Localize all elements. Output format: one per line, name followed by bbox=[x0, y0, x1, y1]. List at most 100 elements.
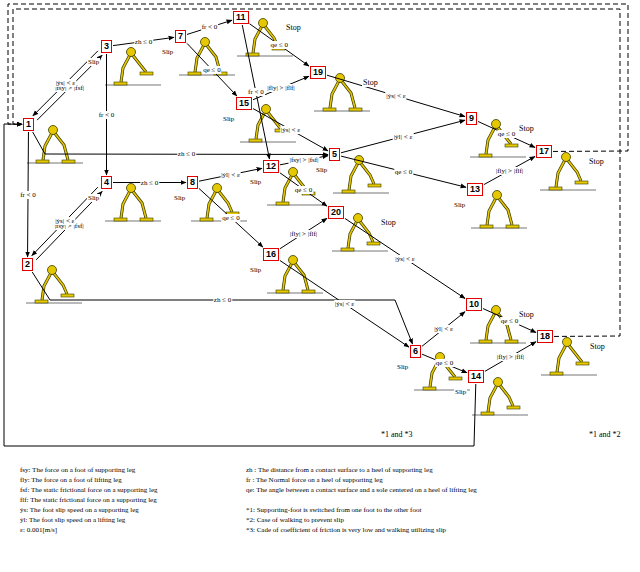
lifting-leg-fill bbox=[358, 219, 373, 242]
transition-arrow bbox=[113, 37, 174, 45]
transition-arrow bbox=[485, 342, 536, 372]
transition-condition: zh ≤ 0 bbox=[140, 179, 159, 187]
pose-note: Slip bbox=[87, 58, 100, 66]
definition-note: *2: Case of walking to prevent slip bbox=[246, 516, 344, 525]
pose-note: Stop bbox=[518, 310, 535, 319]
state-number-box: 17 bbox=[536, 145, 552, 158]
transition-arrow bbox=[253, 109, 328, 151]
robot-hip bbox=[494, 378, 503, 387]
robot-pose bbox=[267, 256, 323, 294]
lifting-leg-fill bbox=[293, 261, 308, 290]
footnote-mark: *1 and *3 bbox=[380, 430, 414, 439]
transition-condition: |ẏs| < ε bbox=[394, 255, 415, 263]
robot-hip bbox=[493, 191, 502, 200]
supporting-foot bbox=[323, 108, 336, 111]
state-number-box: 3 bbox=[101, 40, 112, 53]
robot-pose bbox=[105, 184, 161, 222]
lifting-leg bbox=[52, 271, 67, 294]
robot-hip bbox=[289, 256, 298, 265]
robot-hip bbox=[354, 214, 363, 223]
supporting-foot bbox=[481, 412, 494, 415]
pose-note: Stop bbox=[589, 342, 606, 351]
supporting-leg bbox=[486, 311, 496, 340]
supporting-foot bbox=[423, 387, 436, 390]
lifting-foot bbox=[62, 160, 75, 163]
lifting-leg bbox=[293, 261, 308, 290]
transition-arrow bbox=[13, 9, 620, 336]
ground-line bbox=[541, 374, 597, 375]
transition-arrow bbox=[280, 218, 327, 248]
lifting-foot bbox=[140, 72, 153, 75]
definition-note: ε: 0.001[m/s] bbox=[20, 526, 57, 535]
supporting-leg-fill bbox=[487, 196, 497, 225]
robot-hip bbox=[49, 126, 58, 135]
supporting-leg bbox=[43, 131, 53, 160]
transition-condition: |fsy| > |fsf| bbox=[289, 156, 320, 164]
supporting-leg bbox=[487, 196, 497, 225]
definition-note: ẏl: The foot slip speed on a lifting leg bbox=[20, 516, 125, 525]
robot-pose bbox=[414, 353, 470, 391]
state-number-box: 15 bbox=[236, 97, 252, 110]
pose-note: Slip bbox=[173, 194, 186, 202]
transition-condition: qe ≤ 0 bbox=[394, 168, 413, 176]
ground-line bbox=[333, 192, 389, 193]
robot-pose bbox=[240, 105, 296, 143]
state-number: 5 bbox=[332, 149, 337, 159]
supporting-foot bbox=[36, 160, 49, 163]
state-number-box: 19 bbox=[310, 66, 326, 79]
state-number-box: 7 bbox=[175, 30, 186, 43]
supporting-foot bbox=[480, 225, 493, 228]
transition-condition: |ẏs| < ε bbox=[385, 92, 406, 100]
state-number: 16 bbox=[266, 249, 276, 259]
transition-arrow bbox=[422, 312, 465, 347]
ground-line bbox=[332, 250, 388, 251]
lifting-foot bbox=[449, 377, 462, 380]
robot-hip bbox=[201, 38, 210, 47]
transition-arrow bbox=[484, 156, 535, 184]
supporting-leg bbox=[488, 383, 498, 412]
lifting-leg-fill bbox=[53, 131, 68, 160]
ground-line bbox=[240, 141, 296, 142]
definition-note: fr : The Normal force on a heel of suppo… bbox=[246, 476, 383, 485]
transition-arrow bbox=[280, 173, 327, 206]
robot-pose bbox=[105, 48, 161, 86]
supporting-leg bbox=[349, 161, 359, 190]
robot-pose bbox=[472, 378, 528, 416]
state-number-box: 20 bbox=[328, 206, 344, 219]
robot-pose bbox=[26, 266, 82, 304]
robot-hip bbox=[127, 48, 136, 57]
state-number: 13 bbox=[470, 184, 480, 194]
transition-arrow bbox=[250, 24, 309, 66]
lifting-leg bbox=[566, 158, 581, 181]
definition-note: qe: The angle between a contact surface … bbox=[246, 486, 477, 495]
transition-condition: |ẏs| < ε bbox=[334, 300, 355, 308]
transition-condition: qe ≤ 0 bbox=[270, 41, 289, 49]
state-number-box: 11 bbox=[233, 11, 249, 24]
supporting-foot bbox=[479, 154, 492, 157]
transition-arrow bbox=[422, 354, 467, 373]
transition-condition: zh ≤ 0 bbox=[134, 38, 153, 46]
supporting-leg-fill bbox=[556, 158, 566, 187]
robot-hip bbox=[563, 338, 572, 347]
supporting-leg bbox=[253, 24, 263, 53]
transition-arrow bbox=[341, 120, 465, 153]
ground-line bbox=[472, 414, 528, 415]
lifting-leg bbox=[498, 383, 513, 406]
lifting-leg-fill bbox=[497, 196, 512, 225]
lifting-leg-fill bbox=[498, 383, 513, 406]
footnote-mark: *1 and *2 bbox=[588, 430, 622, 439]
transition-arrow bbox=[8, 4, 628, 151]
lifting-foot bbox=[506, 225, 519, 228]
lifting-leg-fill bbox=[217, 189, 232, 212]
lifting-leg-fill bbox=[52, 271, 67, 294]
lifting-leg bbox=[358, 219, 373, 242]
definition-note: fly: The force on a foot of lifting leg bbox=[20, 476, 122, 485]
transition-condition: |ẏs| < ε bbox=[280, 126, 301, 134]
robot-hip bbox=[48, 266, 57, 275]
definition-note: fsf: The static frictional force on a su… bbox=[20, 486, 158, 495]
state-number: 6 bbox=[413, 346, 418, 356]
supporting-foot bbox=[200, 218, 213, 221]
state-number: 4 bbox=[104, 177, 109, 187]
supporting-leg-fill bbox=[121, 53, 131, 82]
